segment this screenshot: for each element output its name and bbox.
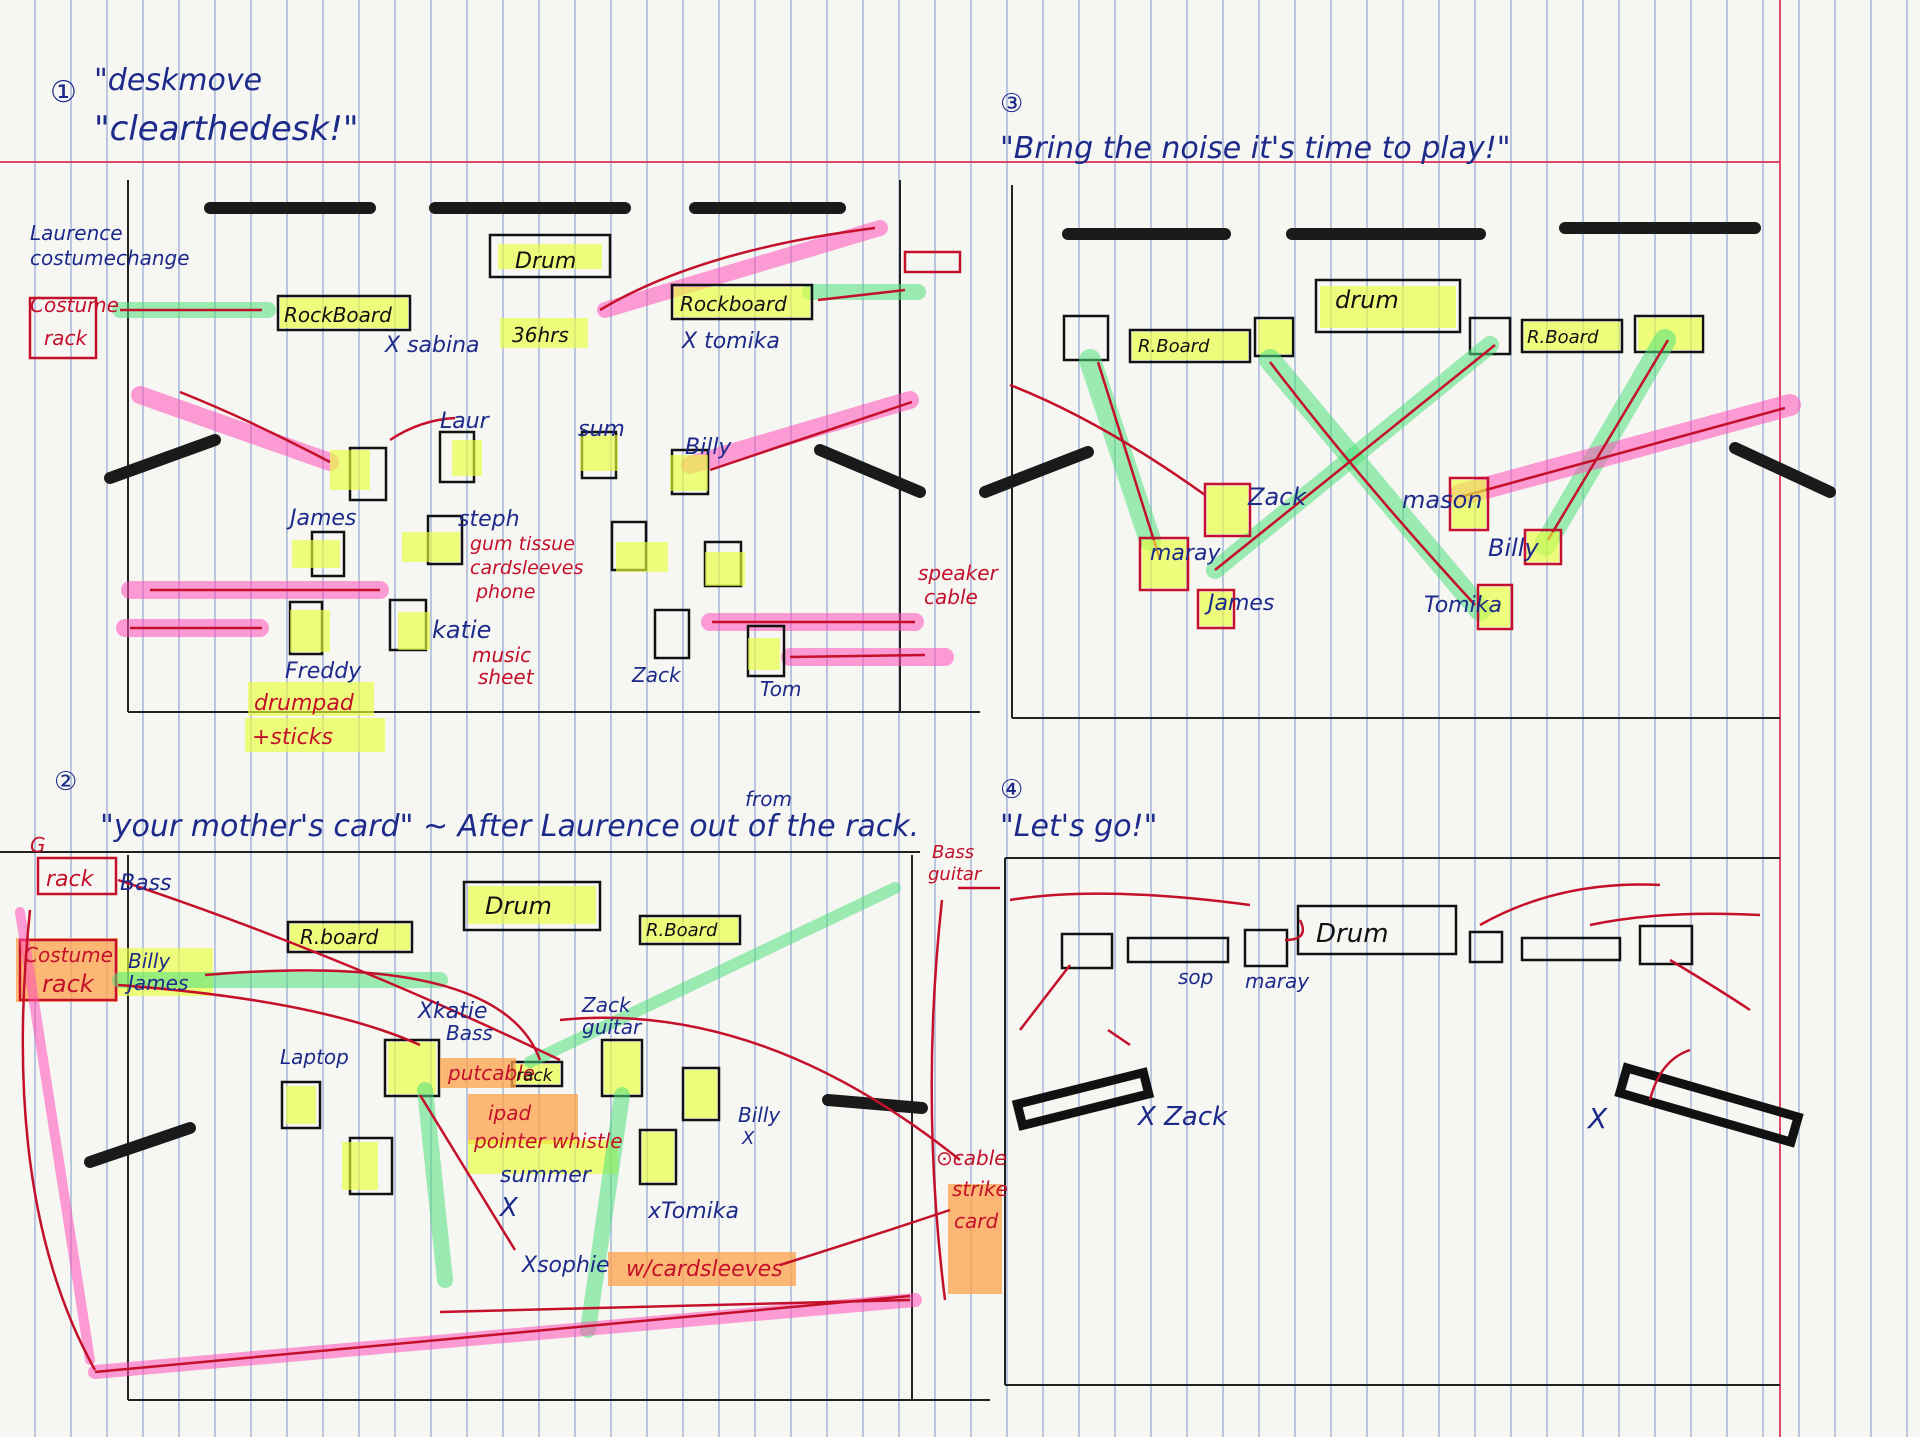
rboard-right-label-3: R.Board xyxy=(1527,327,1599,348)
rboard-left-label-3: R.Board xyxy=(1138,336,1210,357)
steph-props-2: cardsleeves xyxy=(470,557,583,579)
scene-2-number: ② xyxy=(54,767,77,797)
sheet-label: sheet xyxy=(478,665,535,689)
rockboard-left-label: RockBoard xyxy=(284,303,392,327)
billy-x-mark: X xyxy=(741,1128,755,1149)
bass-guitar-2: guitar xyxy=(928,864,983,885)
billy-label-2: Billy xyxy=(738,1103,781,1127)
steph-props-1: gum tissue xyxy=(470,533,575,555)
zack-label-3: Zack xyxy=(1247,483,1307,511)
sop-label: sop xyxy=(1178,965,1213,989)
tomika-label-3: Tomika xyxy=(1424,593,1502,618)
scene-4 xyxy=(958,857,1804,1386)
zack-guitar-label: guitar xyxy=(582,1015,643,1039)
laur-label: Laur xyxy=(440,409,491,434)
rockboard-right-label: Rockboard xyxy=(680,292,787,316)
rack-label-2: rack xyxy=(46,867,95,892)
drum-box xyxy=(488,233,612,279)
billy-label-1: Billy xyxy=(685,435,732,460)
rboard-left-label-2: R.board xyxy=(300,925,379,949)
laptop-label: Laptop xyxy=(280,1045,349,1069)
hours-label: 36hrs xyxy=(512,323,569,347)
scene-1-number: ① xyxy=(50,75,77,110)
pointer-whistle-label: pointer whistle xyxy=(473,1129,623,1153)
scene-3 xyxy=(979,185,1836,719)
cable-strike-2: strike xyxy=(952,1177,1008,1201)
james-label: James xyxy=(286,506,356,531)
drumpad-label: drumpad xyxy=(254,691,355,716)
speaker-label: speaker xyxy=(918,561,1000,585)
drum-label: Drum xyxy=(515,249,576,274)
drum-label-3: drum xyxy=(1335,286,1399,314)
scene-1 xyxy=(28,180,980,752)
tom-label: Tom xyxy=(760,677,801,701)
from-label: from xyxy=(745,787,792,811)
steph-label: steph xyxy=(458,507,520,532)
summer-label: summer xyxy=(500,1163,593,1188)
maray-label-4: maray xyxy=(1245,969,1310,993)
steph-props-3: phone xyxy=(475,581,535,603)
tomika-label: X tomika xyxy=(681,329,780,354)
mason-label: mason xyxy=(1402,486,1482,514)
maray-label-3: maray xyxy=(1150,541,1221,566)
cardsleeves-label: w/cardsleeves xyxy=(626,1257,783,1282)
billy-label-3: Billy xyxy=(1488,534,1539,562)
cable-label: cable xyxy=(924,585,978,609)
scene-3-number: ③ xyxy=(1000,89,1023,119)
sum-label: sum xyxy=(578,417,625,442)
zack-label-4: X Zack xyxy=(1136,1102,1228,1132)
costume-label: Costume xyxy=(30,293,119,317)
rack-label-2b: rack xyxy=(42,970,95,998)
katie-label-2: Xkatie xyxy=(417,999,488,1024)
laurence-label: Laurence xyxy=(30,221,123,245)
cable-strike-1: ⊙cable xyxy=(936,1146,1007,1170)
ipad-label: ipad xyxy=(488,1101,532,1125)
sabina-label: X sabina xyxy=(384,333,480,358)
katie-bass-label: Bass xyxy=(446,1021,493,1045)
cable-strike-3: card xyxy=(954,1209,998,1233)
g-label: G xyxy=(30,833,46,857)
katie-label-1: katie xyxy=(432,616,491,644)
james-label-2: James xyxy=(124,971,188,995)
scene-4-cue: "Let's go!" xyxy=(1000,809,1157,844)
tomika-label-2: xTomika xyxy=(647,1199,739,1224)
bass-guitar-1: Bass xyxy=(932,842,974,863)
scene-2-cue: "your mother's card" ~ After Laurence ou… xyxy=(100,809,919,844)
rack-label: rack xyxy=(44,326,88,350)
x-mark-4: X xyxy=(1586,1102,1608,1135)
rack-small-label: rack xyxy=(516,1066,554,1086)
rboard-right-label-2: R.Board xyxy=(646,920,718,941)
billy-label-2a: Billy xyxy=(128,949,171,973)
putcable-label: putcable xyxy=(447,1061,535,1085)
freddy-label: Freddy xyxy=(285,659,362,684)
scene-2 xyxy=(0,851,1002,1401)
sticks-label: +sticks xyxy=(252,725,333,750)
drum-label-4: Drum xyxy=(1316,919,1389,949)
costume-label-2: Costume xyxy=(24,943,113,967)
sophie-label: Xsophie xyxy=(521,1253,610,1278)
zack-label-2: Zack xyxy=(581,993,632,1017)
zack-label-1: Zack xyxy=(631,663,682,687)
scene-4-number: ④ xyxy=(1000,775,1023,805)
drum-label-2: Drum xyxy=(485,892,552,920)
scene-1-cue-line2: "clearthedesk!" xyxy=(94,109,358,149)
music-label: music xyxy=(472,643,531,667)
scene-3-cue: "Bring the noise it's time to play!" xyxy=(1000,131,1511,166)
summer-x-mark: X xyxy=(498,1193,519,1223)
costume-change-label: costumechange xyxy=(30,246,190,270)
james-label-3: James xyxy=(1204,591,1274,616)
bass-label-2: Bass xyxy=(120,871,172,896)
scene-1-cue-line1: "deskmove xyxy=(94,63,262,98)
